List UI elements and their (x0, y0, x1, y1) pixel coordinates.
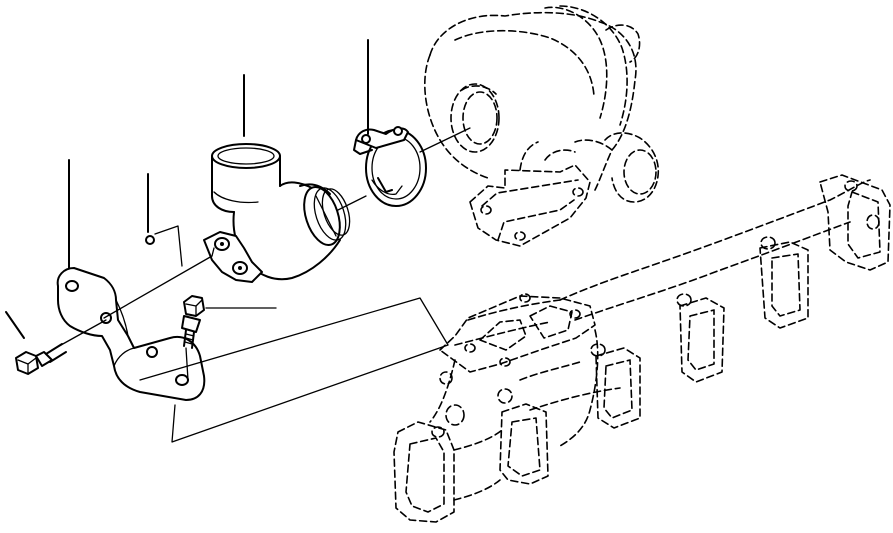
small-nut (145, 235, 155, 245)
bracket (56, 267, 206, 401)
small-bolt (181, 295, 205, 349)
bolt (15, 343, 67, 375)
exhaust-manifold (393, 174, 891, 523)
leader-bolt (5, 311, 25, 339)
clamp (353, 126, 427, 207)
elbow-pipe (203, 143, 351, 283)
leader-manifold-group (139, 297, 449, 443)
alignment-lines (51, 127, 471, 381)
callout-leaders (5, 39, 449, 443)
turbocharger (424, 5, 660, 247)
